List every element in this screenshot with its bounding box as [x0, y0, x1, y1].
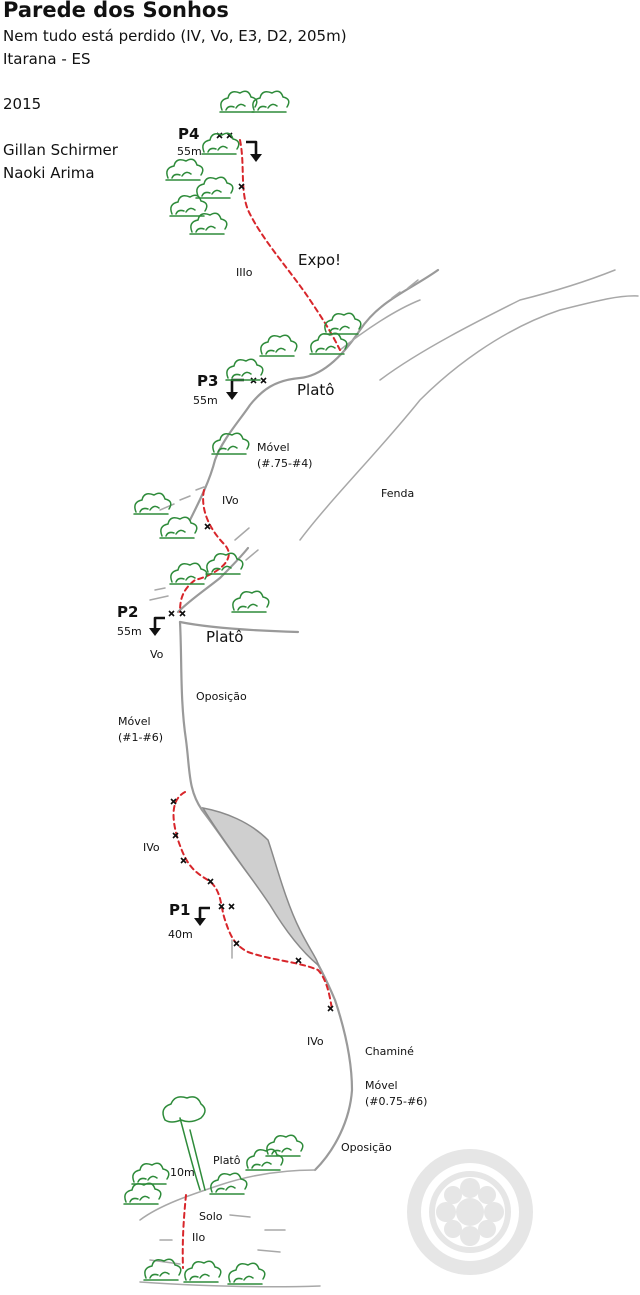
pitch-2-label: P2: [117, 603, 138, 621]
grade-3-label: IIIo: [236, 266, 253, 279]
author-2: Naoki Arima: [3, 164, 95, 182]
grade-2-label: IIo: [192, 1231, 205, 1244]
expo-label: Expo!: [298, 251, 341, 269]
movel-lower-label: Móvel: [365, 1079, 398, 1092]
solo-label: Solo: [199, 1210, 223, 1223]
oposicao-middle-label: Oposição: [196, 690, 247, 703]
pitch-3-length: 55m: [193, 394, 218, 407]
movel-upper-range: (#.75-#4): [257, 457, 312, 470]
mon-crest-icon: [414, 1156, 526, 1268]
movel-lower-range: (#0.75-#6): [365, 1095, 427, 1108]
grade-5-label: Vo: [150, 648, 164, 661]
oposicao-lower-label: Oposição: [341, 1141, 392, 1154]
grade-4-chimney-label: IVo: [307, 1035, 324, 1048]
pitch-4-length: 55m: [177, 145, 202, 158]
grade-4-lower-label: IVo: [143, 841, 160, 854]
plato-upper-label: Platô: [297, 381, 334, 399]
chimney-flake: [201, 806, 319, 967]
movel-middle-range: (#1-#6): [118, 731, 163, 744]
author-1: Gillan Schirmer: [3, 141, 118, 159]
bolt-icon: [168, 132, 334, 1012]
plato-lower-label: Platô: [213, 1154, 241, 1167]
chamine-label: Chaminé: [365, 1045, 414, 1058]
pitch-1-length: 40m: [168, 928, 193, 941]
route-name: Nem tudo está perdido (IV, Vo, E3, D2, 2…: [3, 27, 347, 45]
pitch-1-label: P1: [169, 901, 190, 919]
location: Itarana - ES: [3, 50, 91, 68]
movel-middle-label: Móvel: [118, 715, 151, 728]
topo-title: Parede dos Sonhos: [3, 0, 229, 22]
tree-icon: [162, 1096, 206, 1191]
movel-upper-label: Móvel: [257, 441, 290, 454]
plato-middle-label: Platô: [206, 628, 243, 646]
route-line: [239, 139, 341, 351]
year: 2015: [3, 95, 42, 113]
pitch-4-label: P4: [178, 125, 199, 143]
start-length: 10m: [170, 1166, 195, 1179]
pitch-2-length: 55m: [117, 625, 142, 638]
grade-4-upper-label: IVo: [222, 494, 239, 507]
pitch-3-label: P3: [197, 372, 218, 390]
fenda-label: Fenda: [381, 487, 414, 500]
